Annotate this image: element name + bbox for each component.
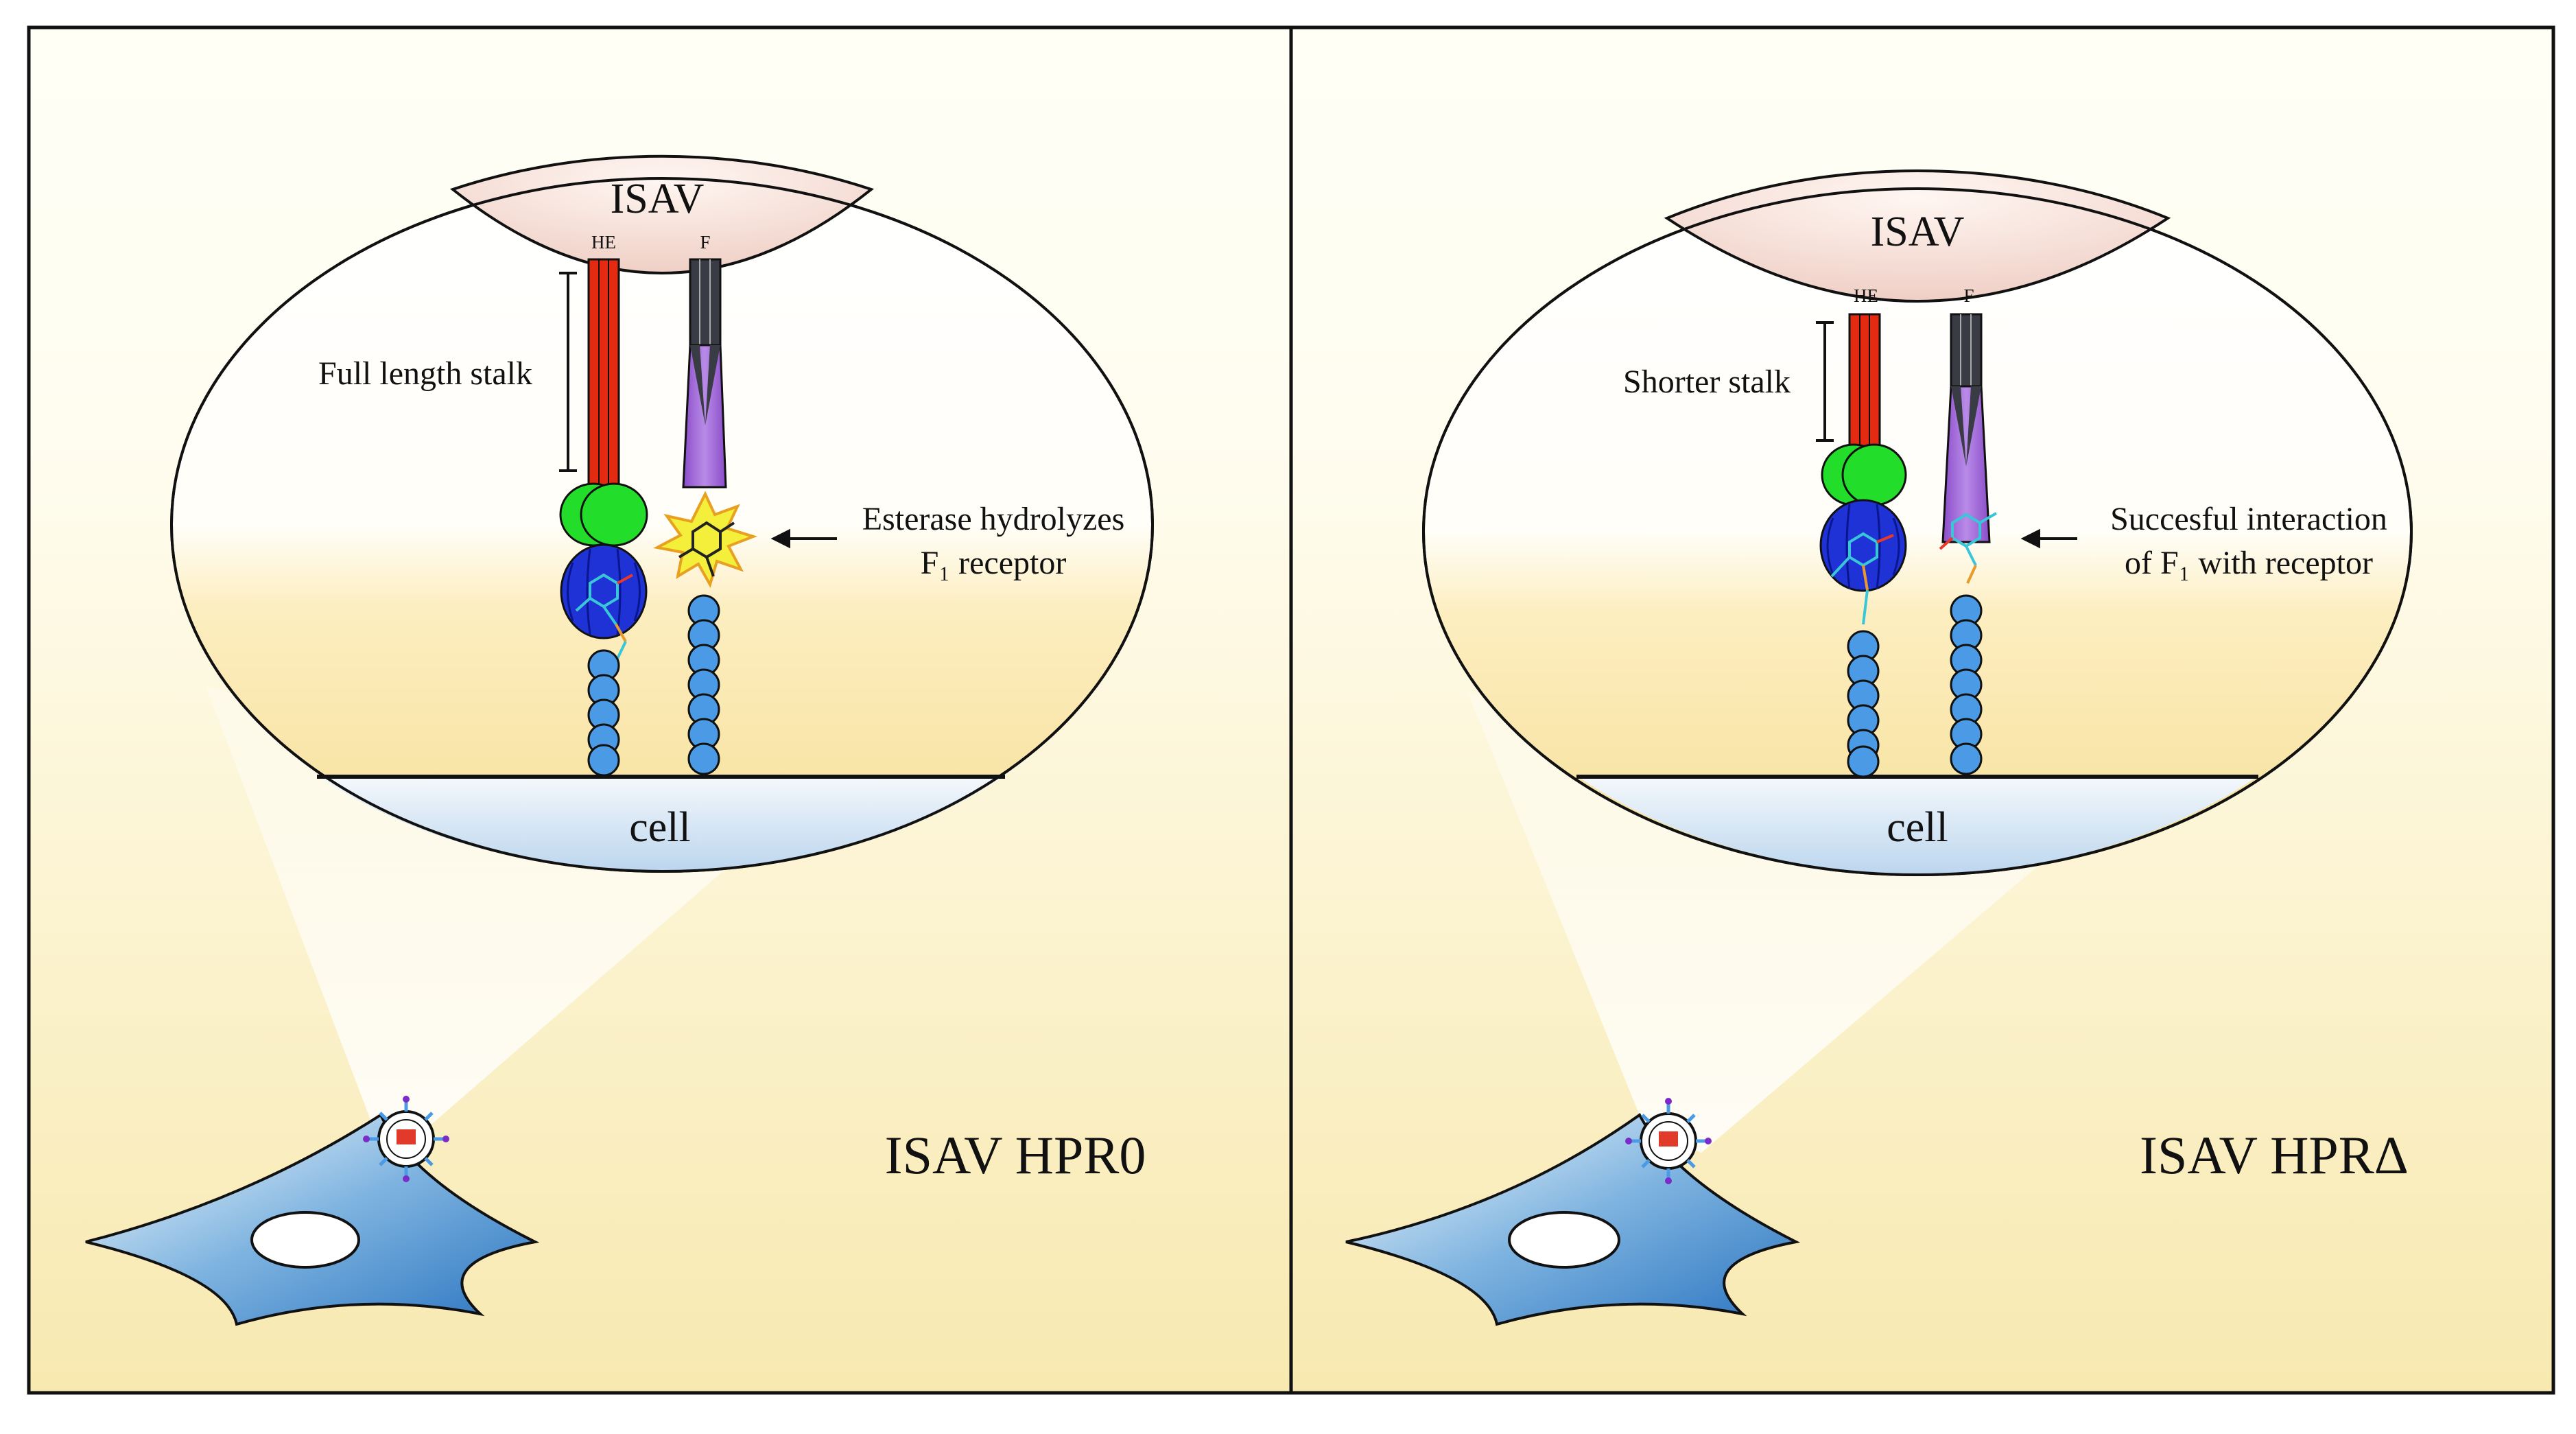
f-stalk	[682, 258, 727, 489]
panel-hpr-delta: ISAV HE F cell Shorter stalk	[1291, 27, 2553, 1393]
magnification-beam	[206, 686, 755, 1136]
cell-icon	[85, 1113, 540, 1326]
f-receptor-chain	[1950, 594, 1983, 775]
esterase-domain	[1819, 499, 1907, 592]
cell-label: cell	[1887, 804, 1948, 851]
virion-envelope	[1664, 169, 2171, 303]
nucleus-icon	[1508, 1211, 1620, 1269]
annotation-line-2: of F₁ with receptor	[2125, 545, 2373, 581]
annotation-line-2: F₁ receptor	[921, 545, 1067, 581]
cell-icon	[1345, 1113, 1801, 1326]
cell-label: cell	[629, 804, 691, 851]
virion-icon	[363, 1096, 449, 1182]
he-receptor-chain	[1847, 630, 1880, 778]
annotation-line-1: Esterase hydrolyzes	[862, 501, 1125, 537]
stalk-bracket	[559, 272, 577, 472]
esterase-domain	[560, 543, 648, 639]
he-stalk	[1848, 313, 1881, 460]
he-receptor-binding-head	[559, 482, 648, 547]
sialic-acid-ligand-icon	[1830, 532, 1894, 625]
annotation-arrow	[770, 528, 837, 549]
cell-membrane	[319, 777, 1003, 872]
he-stalk	[587, 258, 620, 501]
nucleus-icon	[250, 1211, 360, 1269]
cell-membrane	[1578, 777, 2257, 875]
f-label: F	[700, 232, 710, 252]
virion-label: ISAV	[611, 176, 705, 222]
f-label: F	[1963, 285, 1974, 306]
panel-title: ISAV HPRΔ	[2140, 1125, 2409, 1185]
burst-icon	[653, 491, 758, 589]
f-stalk	[1941, 313, 1991, 543]
stalk-label: Shorter stalk	[1623, 364, 1791, 400]
panel-title: ISAV HPR0	[885, 1125, 1146, 1185]
stalk-bracket	[1816, 321, 1834, 442]
f-receptor-chain	[687, 594, 720, 775]
he-receptor-binding-head	[1821, 443, 1907, 506]
figure-frame	[27, 25, 2555, 1395]
he-label: HE	[591, 232, 616, 252]
virion-icon	[1625, 1098, 1712, 1184]
he-label: HE	[1854, 285, 1878, 306]
he-receptor-chain	[587, 649, 620, 777]
sialic-acid-ligand-icon	[575, 573, 633, 659]
stalk-label: Full length stalk	[318, 355, 532, 392]
annotation-line-1: Succesful interaction	[2110, 501, 2387, 537]
virion-label: ISAV	[1871, 209, 1965, 255]
sialic-acid-ligand-icon	[1939, 512, 1998, 584]
annotation-arrow	[2020, 528, 2077, 549]
panel-hpr0: ISAV HE F cell Full length stalk	[29, 27, 1291, 1393]
